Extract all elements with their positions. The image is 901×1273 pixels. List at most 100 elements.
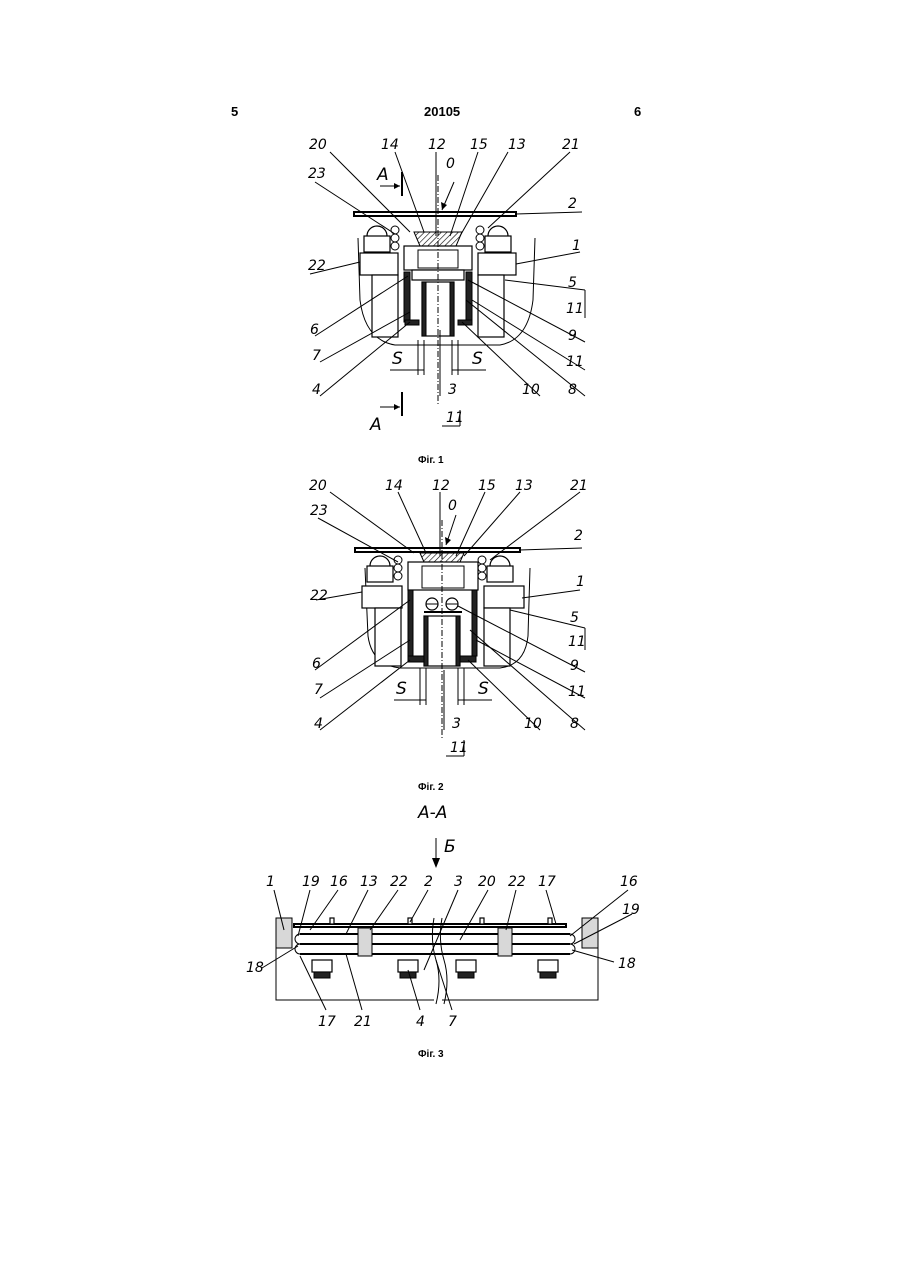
fig1-side-block-left xyxy=(360,253,398,275)
fig3-block-22-left xyxy=(358,928,372,956)
fig2-label-21: 21 xyxy=(570,478,588,494)
fig1-label-A-top: A xyxy=(376,165,389,185)
fig1-label-22: 22 xyxy=(308,258,326,274)
fig3-label-1: 1 xyxy=(266,874,275,890)
fig2-label-12: 12 xyxy=(432,478,450,494)
fig3-label-2: 2 xyxy=(424,874,433,890)
fig1-label-2: 2 xyxy=(568,196,577,212)
fig1-label-S-right: S xyxy=(472,349,483,369)
fig1-label-4: 4 xyxy=(312,382,321,398)
fig2-foot-left xyxy=(408,656,424,662)
fig3-label-20: 20 xyxy=(478,874,496,890)
fig3-label-19a: 19 xyxy=(302,874,320,890)
fig2-foot-right xyxy=(460,656,476,662)
fig3-label-4: 4 xyxy=(416,1014,425,1030)
fig1-roller-left-housing xyxy=(364,236,390,252)
fig3-loop-left xyxy=(295,934,300,954)
fig1-label-12: 12 xyxy=(428,137,446,153)
fig3-label-18b: 18 xyxy=(618,956,636,972)
fig1-label-13: 13 xyxy=(508,137,526,153)
fig1-label-S-left: S xyxy=(392,349,403,369)
fig1-guide-right xyxy=(466,272,472,322)
fig2-label-4: 4 xyxy=(314,716,323,732)
fig1-label-3: 3 xyxy=(448,382,457,398)
fig1-coil-left xyxy=(391,226,399,250)
fig2-label-14: 14 xyxy=(385,478,403,494)
fig2-label-11b: 11 xyxy=(568,684,586,700)
fig2-shaft-wall-right xyxy=(456,616,460,666)
fig1-label-0: 0 xyxy=(446,156,455,172)
fig3-leaders xyxy=(262,890,632,1010)
fig2-label-S-right: S xyxy=(478,679,489,699)
fig2-label-S-left: S xyxy=(396,679,407,699)
fig3-label-18a: 18 xyxy=(246,960,264,976)
fig2-label-2: 2 xyxy=(574,528,583,544)
fig2-label-11a: 11 xyxy=(568,634,586,650)
fig3-label-22b: 22 xyxy=(508,874,526,890)
fig1-side-block-right xyxy=(478,253,516,275)
fig1-label-1: 1 xyxy=(572,238,581,254)
fig1-label-5: 5 xyxy=(568,275,577,291)
fig1-shaft-wall-left xyxy=(422,282,426,336)
fig2-label-13: 13 xyxy=(515,478,533,494)
fig2-roller-left-housing xyxy=(367,566,393,582)
fig1-deck-plate xyxy=(354,212,516,216)
figure-2: 20 14 12 15 13 21 0 23 2 22 1 5 11 6 9 7… xyxy=(309,478,588,756)
figure-3: А-А Б xyxy=(246,803,640,1030)
fig1-roller-right-housing xyxy=(485,236,511,252)
fig2-label-6: 6 xyxy=(312,656,321,672)
fig3-label-22a: 22 xyxy=(390,874,408,890)
figure-1-caption: Фіг. 1 xyxy=(418,455,444,466)
fig2-label-10: 10 xyxy=(524,716,542,732)
fig2-label-11c: 11 xyxy=(450,740,468,756)
fig1-label-14: 14 xyxy=(381,137,399,153)
fig3-label-16a: 16 xyxy=(330,874,348,890)
fig1-label-A-bottom: A xyxy=(369,415,382,435)
fig3-label-7: 7 xyxy=(448,1014,457,1030)
fig2-coil-left xyxy=(394,556,402,580)
fig1-label-9: 9 xyxy=(568,328,577,344)
fig3-block-22-right xyxy=(498,928,512,956)
fig1-label-23: 23 xyxy=(308,166,326,182)
figure-3-caption: Фіг. 3 xyxy=(418,1049,444,1060)
fig3-label-21: 21 xyxy=(354,1014,372,1030)
figure-1: 20 14 12 15 13 21 0 23 A 2 22 1 5 11 6 9… xyxy=(308,137,585,435)
fig1-label-15: 15 xyxy=(470,137,488,153)
fig2-side-block-right xyxy=(484,586,524,608)
fig2-label-3: 3 xyxy=(452,716,461,732)
fig2-label-1: 1 xyxy=(576,574,585,590)
fig2-label-8: 8 xyxy=(570,716,579,732)
fig1-label-21: 21 xyxy=(562,137,580,153)
fig3-label-19b: 19 xyxy=(622,902,640,918)
fig2-guide-right xyxy=(472,590,477,656)
fig2-label-5: 5 xyxy=(570,610,579,626)
fig3-break-line xyxy=(432,918,439,1004)
fig2-guide-left xyxy=(408,590,413,656)
fig1-column-left xyxy=(372,275,398,337)
fig1-label-6: 6 xyxy=(310,322,319,338)
fig2-label-23: 23 xyxy=(310,503,328,519)
fig3-deck-plate xyxy=(294,924,566,927)
fig3-view-label: Б xyxy=(444,837,456,857)
fig3-label-13: 13 xyxy=(360,874,378,890)
fig3-label-3: 3 xyxy=(454,874,463,890)
fig2-label-22: 22 xyxy=(310,588,328,604)
fig1-label-11a: 11 xyxy=(566,301,584,317)
fig2-label-15: 15 xyxy=(478,478,496,494)
fig1-label-11b: 11 xyxy=(566,354,584,370)
fig2-label-0: 0 xyxy=(448,498,457,514)
fig1-shaft-wall-right xyxy=(450,282,454,336)
fig1-coil-right xyxy=(476,226,484,250)
fig2-column-right xyxy=(484,608,510,666)
fig1-label-11c: 11 xyxy=(446,410,464,426)
fig3-section-title: А-А xyxy=(417,803,447,823)
fig3-end-wall-left xyxy=(276,918,292,948)
fig1-label-7: 7 xyxy=(312,348,321,364)
fig2-side-block-left xyxy=(362,586,402,608)
fig1-label-10: 10 xyxy=(522,382,540,398)
fig2-roller-right-housing xyxy=(487,566,513,582)
fig1-label-20: 20 xyxy=(309,137,327,153)
fig2-label-9: 9 xyxy=(570,658,579,674)
fig2-label-20: 20 xyxy=(309,478,327,494)
